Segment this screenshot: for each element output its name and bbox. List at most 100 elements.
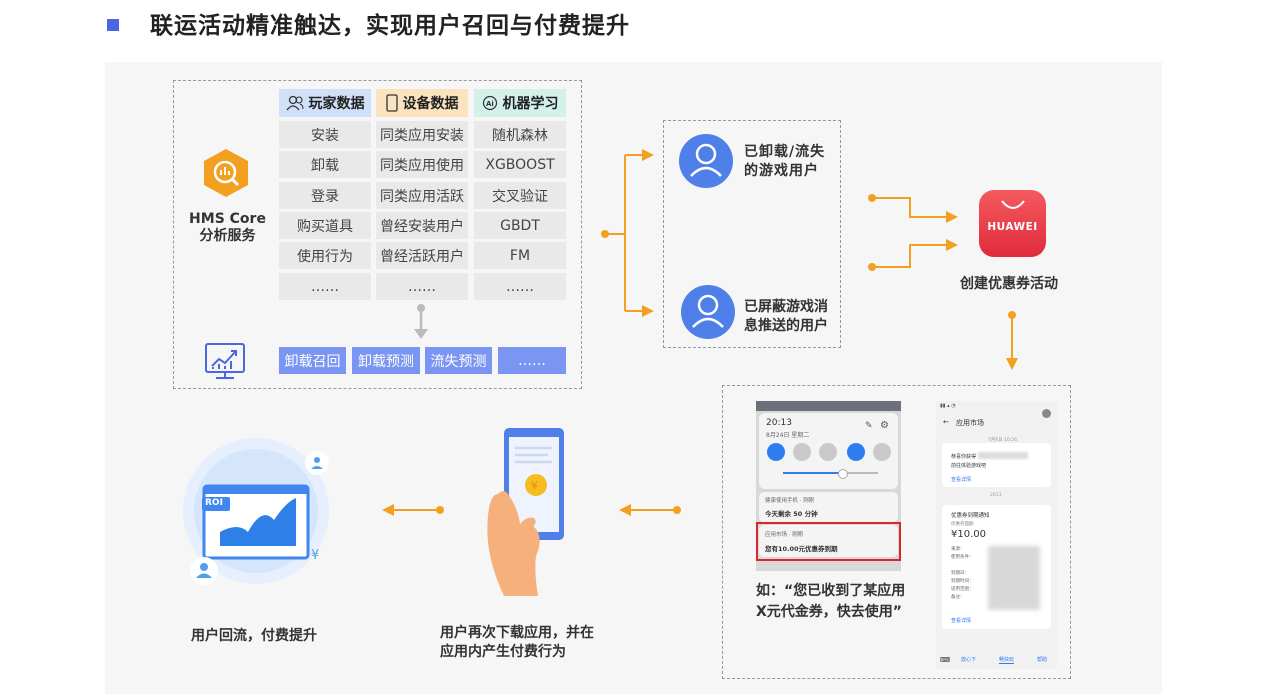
table-cell: 曾经活跃用户 [376, 242, 468, 269]
header-label: 机器学习 [502, 96, 559, 112]
coupon-field-label: 适用范围： [951, 587, 974, 592]
view-details-link[interactable]: 查看详情 [951, 477, 972, 483]
table-cell: 安装 [279, 121, 371, 148]
coupon-amount: ¥10.00 [951, 529, 986, 540]
output-more: …… [498, 347, 566, 374]
table-cell: 购买道具 [279, 212, 371, 239]
hms-label-line2: 分析服务 [199, 228, 256, 244]
blocked-users-label: 已屏蔽游戏消 息推送的用户 [744, 298, 839, 336]
status-bar-text: ▮▮ ▴ ◔ [940, 403, 956, 409]
brightness-fill [783, 472, 841, 474]
table-cell: 曾经安装用户 [376, 212, 468, 239]
highlight-box [756, 522, 901, 561]
coupon-field-label [951, 562, 991, 570]
table-cell: 卸载 [279, 151, 371, 178]
yen-symbol: ¥ [311, 548, 320, 563]
notification-example-text: 如：“您已收到了某应用 X元代金券，快去使用” [756, 581, 905, 623]
output-uninstall-prediction: 卸载预测 [352, 347, 420, 374]
rotate-toggle-icon [873, 443, 891, 461]
ai-icon: Ai [482, 95, 497, 111]
svg-text:Ai: Ai [486, 100, 494, 108]
redownload-caption: 用户再次下载应用，并在 应用内产生付费行为 [440, 624, 594, 662]
table-cell: 交叉验证 [474, 182, 566, 209]
notification-shade-screenshot: 20:13 8月24日 星期二 ✎ ⚙ 健康使用手机 · 刚刚 今天剩余 50 … [756, 401, 901, 571]
left-arrow [382, 504, 444, 516]
notification-card: 健康使用手机 · 刚刚 今天剩余 50 分钟 [759, 492, 898, 522]
table-cell: …… [279, 273, 371, 300]
user-avatar-icon [681, 285, 735, 339]
hms-label-line1: HMS Core [189, 211, 266, 227]
table-cell: 同类应用使用 [376, 151, 468, 178]
header-machine-learning: Ai 机器学习 [474, 89, 566, 117]
wifi-toggle-icon [767, 443, 785, 461]
notification-title: 应用市场 · 刚刚 [765, 532, 804, 538]
coupon-field-label: 备注： [951, 595, 965, 600]
page-title: 联运活动精准触达，实现用户召回与付费提升 [150, 13, 630, 39]
result-caption: 用户回流，付费提升 [191, 628, 317, 644]
lost-users-line2: 的游戏用户 [744, 163, 819, 179]
table-cell: 登录 [279, 182, 371, 209]
notification-title: 健康使用手机 · 刚刚 [765, 498, 815, 504]
blurred-details [988, 546, 1040, 610]
table-cell: 随机森林 [474, 121, 566, 148]
user-avatar-icon [679, 134, 733, 188]
settings-gear-icon: ⚙ [880, 420, 889, 431]
lost-users-label: 已卸载/流失 的游戏用户 [744, 143, 839, 181]
coupon-notification-card: 应用市场 · 刚刚 您有10.00元优惠券到期 [759, 525, 898, 557]
table-cell: XGBOOST [474, 151, 566, 178]
create-coupon-caption: 创建优惠券活动 [960, 276, 1058, 292]
down-arrow-orange [1006, 311, 1018, 370]
redownload-line2: 应用内产生付费行为 [440, 644, 566, 660]
hms-analytics-icon [204, 149, 248, 197]
down-arrow [414, 304, 428, 339]
table-cell: …… [376, 273, 468, 300]
view-details-link[interactable]: 查看详情 [951, 618, 972, 624]
table-cell: …… [474, 273, 566, 300]
tab-help[interactable]: 帮助 [1037, 657, 1048, 663]
trend-chart-icon [205, 343, 245, 379]
back-arrow-icon: ← [943, 418, 949, 426]
message-card: 恭喜你获得 前往体验游戏吧 查看详情 [942, 443, 1051, 487]
coupon-field-label: 到期日： [951, 571, 969, 576]
header-label: 设备数据 [402, 96, 459, 112]
coupon-card: 优惠券到期通知 优惠券面额 ¥10.00 来源：使用条件：到期日：到期时间：适用… [942, 505, 1051, 629]
quick-settings-panel: 20:13 8月24日 星期二 ✎ ⚙ [759, 413, 898, 489]
users-icon [285, 95, 304, 111]
coupon-field-label: 使用条件： [951, 555, 974, 560]
output-uninstall-recall: 卸载召回 [279, 347, 346, 374]
table-cell: 同类应用安装 [376, 121, 468, 148]
lost-users-line1: 已卸载/流失 [744, 144, 826, 160]
huawei-logo-text: HUAWEI [987, 221, 1038, 233]
clock-text: 20:13 [766, 418, 792, 428]
header-label: 玩家数据 [308, 96, 365, 112]
notification-text: 今天剩余 50 分钟 [765, 510, 818, 518]
bluetooth-toggle-icon [793, 443, 811, 461]
bottom-tab-bar: ⌨ 放心下 畅快玩 帮助 [936, 651, 1057, 669]
coupon-title: 优惠券到期通知 [951, 513, 990, 519]
notification-box [722, 385, 1071, 679]
roi-growth-illustration [183, 438, 329, 585]
flashlight-toggle-icon [819, 443, 837, 461]
header-device-data: 设备数据 [376, 89, 468, 117]
table-cell: FM [474, 242, 566, 269]
coupon-field-label: 来源： [951, 547, 965, 552]
analytics-box [173, 80, 582, 389]
blurred-text [978, 452, 1028, 459]
table-cell: 使用行为 [279, 242, 371, 269]
message-date: 2013 [990, 493, 1002, 498]
appgallery-message-screenshot: ▮▮ ▴ ◔ ← 应用市场 7月6日 10:26 恭喜你获得 前往体验游戏吧 查… [936, 401, 1057, 669]
tab-download[interactable]: 放心下 [961, 657, 977, 663]
split-arrows [601, 149, 654, 317]
merge-arrows [868, 194, 958, 271]
notification-dot-icon [1042, 409, 1051, 418]
phone-header-title[interactable]: 应用市场 [956, 419, 984, 427]
message-date: 7月6日 10:26 [988, 438, 1018, 443]
blocked-users-line2: 息推送的用户 [744, 318, 828, 334]
date-text: 8月24日 星期二 [766, 432, 810, 439]
keyboard-icon[interactable]: ⌨ [940, 656, 951, 664]
tab-play[interactable]: 畅快玩 [999, 657, 1015, 664]
example-line2: X元代金券，快去使用” [756, 604, 902, 620]
message-text: 前往体验游戏吧 [951, 463, 987, 469]
bag-handle-icon [1001, 200, 1025, 209]
coupon-subtitle: 优惠券面额 [951, 522, 974, 527]
